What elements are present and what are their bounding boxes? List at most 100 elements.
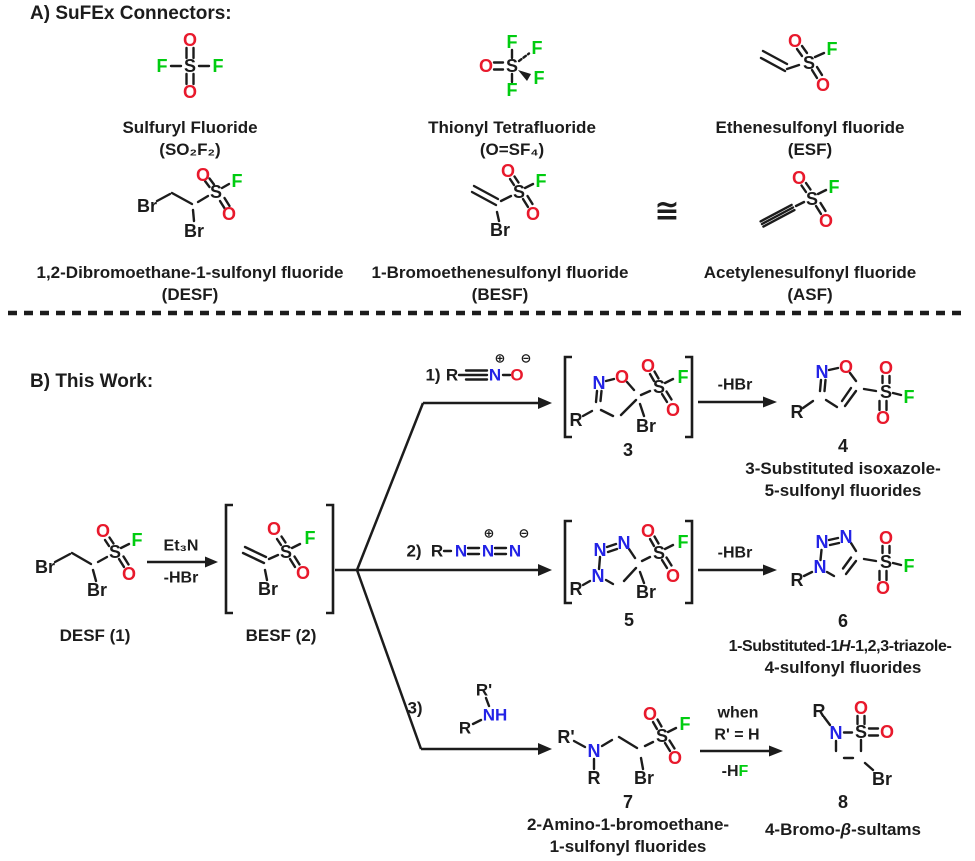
plus-charge: ⊕ xyxy=(495,351,506,366)
bond-line xyxy=(640,555,652,563)
label-desf-1: DESF (1) xyxy=(60,626,131,645)
atom-label-br: Br xyxy=(634,768,654,788)
bond-line xyxy=(648,537,656,548)
bond-line xyxy=(827,366,840,372)
bond-line xyxy=(594,389,599,404)
atom-label-o: O xyxy=(501,161,515,181)
atom-label-r: R xyxy=(431,542,443,561)
bond-line xyxy=(639,756,645,771)
bond-line xyxy=(653,370,660,380)
atom-label-n: N xyxy=(592,566,605,586)
bond-line xyxy=(470,190,498,207)
bond-line xyxy=(828,541,841,547)
compound-formula-so2f2: (SO₂F₂) xyxy=(159,140,220,159)
section-b-title: B) This Work: xyxy=(30,371,153,392)
bond-line xyxy=(656,718,663,728)
arrowhead xyxy=(763,396,777,408)
bond-line xyxy=(849,541,858,553)
bond-line xyxy=(280,535,287,544)
arrow-when-hf: when R' = H -HF xyxy=(700,705,783,780)
bracket-left xyxy=(563,355,572,439)
atom-label-n: N xyxy=(840,527,853,547)
arrow-hbr-1: -HBr xyxy=(698,377,777,408)
bond-line xyxy=(825,570,836,578)
compound-name-esf: Ethenesulfonyl fluoride xyxy=(716,118,905,137)
bond-line xyxy=(170,191,194,206)
bond-line xyxy=(108,536,115,545)
atom-label-o: O xyxy=(816,75,830,95)
bond-line xyxy=(666,726,678,734)
atom-label-br: Br xyxy=(87,580,107,600)
intermediate-5: N N N R S O F O Br xyxy=(563,519,694,605)
atom-label-r-prime: R' xyxy=(476,681,492,700)
atom-label-f: F xyxy=(904,387,915,407)
atom-label-o: O xyxy=(666,566,680,586)
atom-label-f: F xyxy=(305,528,316,548)
atom-label-n: N xyxy=(509,542,521,561)
bond-line xyxy=(663,741,672,753)
arrowhead xyxy=(205,556,218,568)
bond-line xyxy=(827,536,840,542)
bond-line xyxy=(484,696,491,708)
bond-line xyxy=(651,720,659,731)
reagent-azide: 2) R N N ⊕ N ⊖ xyxy=(406,526,529,561)
atom-label-r: R xyxy=(570,410,583,430)
atom-label-o: O xyxy=(879,528,893,548)
atom-label-o: O xyxy=(792,168,806,188)
bond-line xyxy=(862,387,878,393)
bracket-left xyxy=(563,519,572,605)
caption-8: 4-Bromo-β-sultams xyxy=(765,820,921,839)
atom-label-o: O xyxy=(788,31,802,51)
bond-line xyxy=(663,377,675,385)
condition-when: when xyxy=(717,705,759,722)
atom-label-s: S xyxy=(506,56,518,76)
bond-line xyxy=(639,389,652,397)
bond-line xyxy=(499,194,513,203)
bond-line xyxy=(648,372,656,383)
condition-minus-hbr: -HBr xyxy=(718,377,753,394)
bond-line xyxy=(668,739,676,750)
atom-label-o: O xyxy=(641,521,655,541)
atom-label-o: O xyxy=(526,204,540,224)
step-2-label: 2) xyxy=(406,542,421,561)
bond-line xyxy=(801,399,815,410)
atom-label-n: N xyxy=(455,542,467,561)
bond-line xyxy=(841,556,853,570)
atom-label-o: O xyxy=(641,356,655,376)
bond-line xyxy=(290,542,302,550)
caption-7-line1: 2-Amino-1-bromoethane- xyxy=(527,815,729,834)
atom-label-s: S xyxy=(653,377,665,397)
bond-line xyxy=(597,555,602,571)
atom-label-f: F xyxy=(532,38,543,58)
congruent-symbol: ≅ xyxy=(654,195,679,228)
bond-line xyxy=(604,377,616,383)
bond-line xyxy=(203,179,211,189)
caption-7-line2: 1-sulfonyl fluorides xyxy=(550,837,707,856)
bond-line xyxy=(638,402,646,418)
text-span: F xyxy=(739,763,749,780)
text-span: β xyxy=(840,820,852,839)
atom-label-n: N xyxy=(588,741,601,761)
bond-line xyxy=(840,386,853,403)
atom-label-s: S xyxy=(880,382,892,402)
atom-label-br: Br xyxy=(636,582,656,602)
atom-label-o: O xyxy=(876,578,890,598)
atom-label-s: S xyxy=(806,189,818,209)
atom-label-br: Br xyxy=(258,579,278,599)
bond-line xyxy=(816,188,828,196)
bond-line xyxy=(813,51,826,59)
atom-label-o: O xyxy=(643,704,657,724)
bond-line xyxy=(220,182,231,190)
text-span: -1,2,3-triazole- xyxy=(850,638,951,655)
text-span: 4-Bromo- xyxy=(765,820,841,839)
atom-label-r-prime: R' xyxy=(557,727,574,747)
bond-line xyxy=(191,208,196,223)
bond-line xyxy=(627,547,637,560)
atom-label-r: R xyxy=(459,719,471,738)
atom-label-n: N xyxy=(830,723,843,743)
text-span: H xyxy=(839,638,851,655)
bond-line xyxy=(622,566,638,583)
atom-label-r: R xyxy=(588,768,601,788)
atom-label-o: O xyxy=(854,698,868,718)
bond-line xyxy=(275,537,283,547)
